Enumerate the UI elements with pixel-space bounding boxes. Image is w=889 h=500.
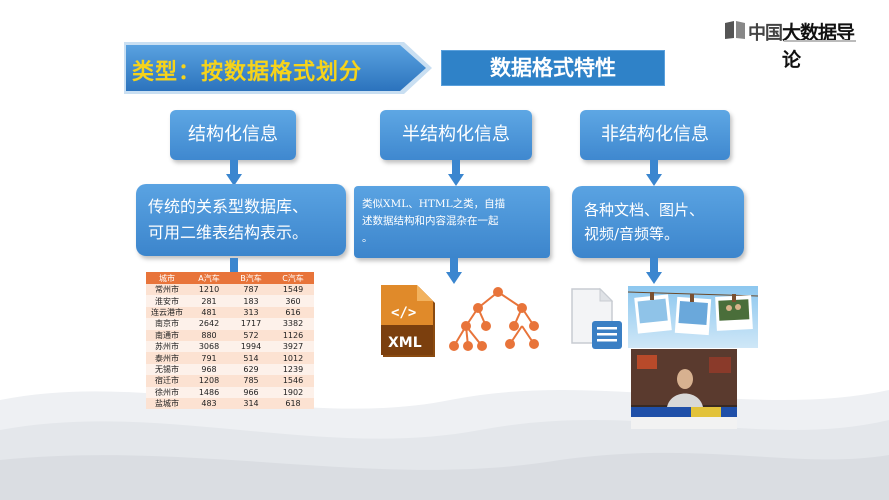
category-unstructured: 非结构化信息 <box>580 110 730 160</box>
description-structured-line1: 传统的关系型数据库、 <box>148 197 309 216</box>
video-frame-icon <box>631 349 737 429</box>
description-unstructured: 各种文档、图片、 视频/音频等。 <box>572 186 744 258</box>
table-cell-value: 618 <box>272 397 314 410</box>
table-cell-value: 314 <box>230 397 272 410</box>
table-cell-value: 1994 <box>230 340 272 353</box>
arrow-down-icon <box>226 160 242 186</box>
table-cell-value: 1549 <box>272 284 314 296</box>
xml-icon-label: XML <box>388 335 422 351</box>
arrow-down-icon <box>646 258 662 284</box>
logo-underline <box>784 40 856 42</box>
photo-gallery-icon <box>627 286 759 348</box>
table-cell-value: 1902 <box>272 386 314 398</box>
table-cell-value: 791 <box>188 352 230 364</box>
description-semi-structured: 类似XML、HTML之类，自描 述数据结构和内容混杂在一起 。 <box>354 186 550 258</box>
table-header-cell: A汽车 <box>188 272 230 284</box>
description-unstructured-line2: 视频/音频等。 <box>584 225 680 243</box>
table-cell-value: 616 <box>272 306 314 319</box>
logo-text-title: 大数据导论 <box>782 22 855 71</box>
table-cell-value: 1239 <box>272 363 314 376</box>
table-cell-value: 481 <box>188 306 230 319</box>
arrow-down-icon <box>448 160 464 186</box>
table-cell-city: 宿迁市 <box>146 375 188 387</box>
description-semi-line1: 类似XML、HTML之类，自描 <box>362 198 506 210</box>
table-cell-city: 泰州市 <box>146 352 188 364</box>
feature-title: 数据格式特性 <box>490 56 616 80</box>
table-cell-value: 1486 <box>188 386 230 398</box>
background-wave <box>0 390 889 500</box>
description-unstructured-line1: 各种文档、图片、 <box>584 201 705 219</box>
table-cell-value: 183 <box>230 295 272 307</box>
book-logo-icon <box>725 21 745 39</box>
table-cell-value: 3068 <box>188 340 230 353</box>
description-structured-line2: 可用二维表结构表示。 <box>148 223 309 242</box>
table-cell-value: 966 <box>230 386 272 398</box>
table-cell-city: 连云港市 <box>146 306 188 319</box>
table-cell-value: 514 <box>230 352 272 364</box>
logo-text-china: 中国 <box>748 23 783 44</box>
table-cell-city: 盐城市 <box>146 397 188 410</box>
table-header-cell: 城市 <box>146 272 188 284</box>
table-cell-value: 360 <box>272 295 314 307</box>
table-cell-value: 483 <box>188 397 230 410</box>
table-cell-value: 1012 <box>272 352 314 364</box>
arrow-down-icon <box>646 160 662 186</box>
table-cell-value: 1717 <box>230 318 272 330</box>
table-cell-value: 629 <box>230 363 272 376</box>
table-header-cell: C汽车 <box>272 272 314 284</box>
table-cell-city: 南通市 <box>146 329 188 341</box>
table-cell-city: 无锡市 <box>146 363 188 376</box>
table-cell-value: 785 <box>230 375 272 387</box>
table-cell-value: 281 <box>188 295 230 307</box>
category-structured: 结构化信息 <box>170 110 296 160</box>
table-cell-value: 1126 <box>272 329 314 341</box>
table-cell-value: 572 <box>230 329 272 341</box>
table-header-row: 城市 A汽车 B汽车 C汽车 <box>146 272 314 284</box>
feature-banner: 数据格式特性 <box>441 50 665 86</box>
tree-structure-icon <box>449 287 539 351</box>
svg-text:</>: </> <box>391 305 416 321</box>
table-cell-value: 968 <box>188 363 230 376</box>
category-semi-structured: 半结构化信息 <box>380 110 532 160</box>
table-cell-city: 常州市 <box>146 284 188 296</box>
table-cell-value: 1208 <box>188 375 230 387</box>
table-cell-value: 1210 <box>188 284 230 296</box>
logo: 中国 大数据导论 <box>724 18 864 71</box>
table-cell-value: 2642 <box>188 318 230 330</box>
type-banner <box>124 42 432 94</box>
table-cell-value: 313 <box>230 306 272 319</box>
table-cell-city: 淮安市 <box>146 295 188 307</box>
description-semi-line3: 。 <box>362 232 373 244</box>
table-cell-value: 880 <box>188 329 230 341</box>
table-cell-city: 南京市 <box>146 318 188 330</box>
table-cell-value: 787 <box>230 284 272 296</box>
arrow-down-icon <box>446 258 462 284</box>
description-structured: 传统的关系型数据库、 可用二维表结构表示。 <box>136 184 346 256</box>
description-semi-line2: 述数据结构和内容混杂在一起 <box>362 215 499 227</box>
table-cell-city: 苏州市 <box>146 340 188 353</box>
table-cell-value: 3382 <box>272 318 314 330</box>
table-cell-value: 1546 <box>272 375 314 387</box>
table-header-cell: B汽车 <box>230 272 272 284</box>
table-cell-value: 3927 <box>272 340 314 353</box>
xml-document-icon: </> XML <box>381 285 435 357</box>
table-cell-city: 徐州市 <box>146 386 188 398</box>
type-title: 类型：按数据格式划分 <box>132 60 363 85</box>
document-file-icon <box>571 287 622 349</box>
